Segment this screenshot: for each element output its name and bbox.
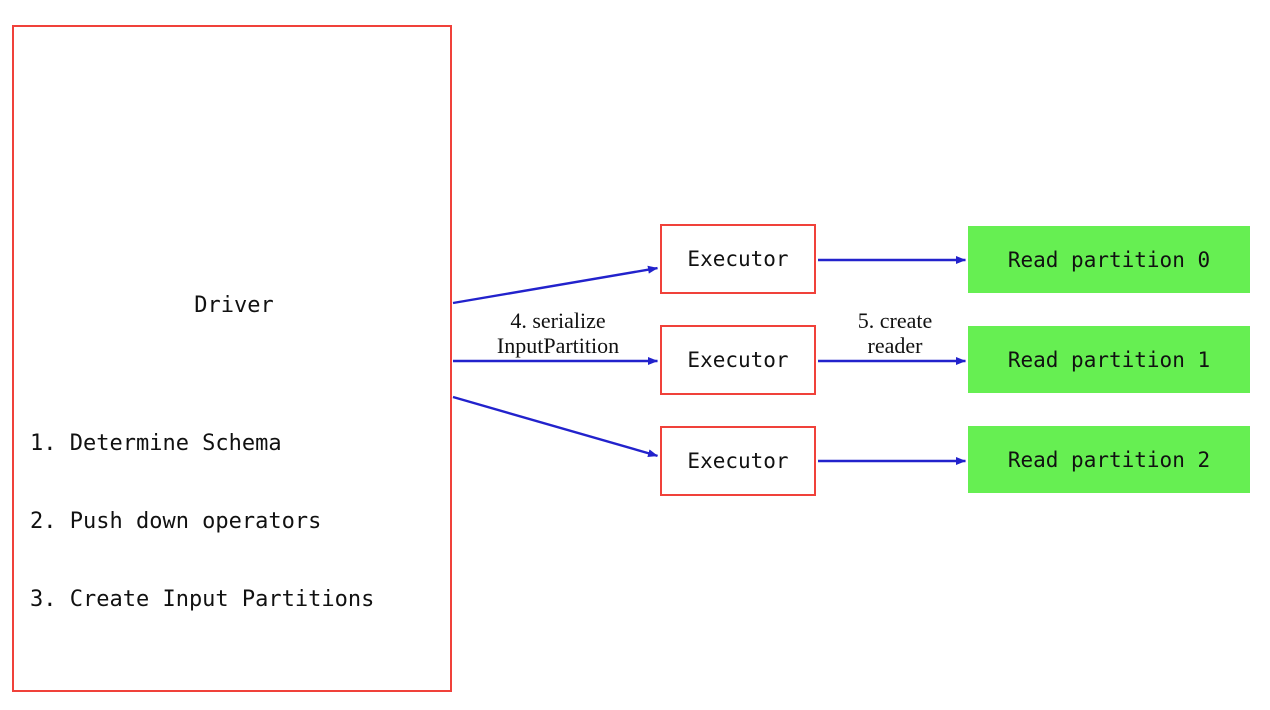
edge-label-create-reader: 5. create reader bbox=[830, 308, 960, 358]
edge-label-create-reader-line2: reader bbox=[867, 333, 923, 358]
edge-label-create-reader-line1: 5. create bbox=[857, 308, 933, 333]
driver-box: Driver 1. Determine Schema 2. Push down … bbox=[12, 25, 452, 692]
driver-steps-list: 1. Determine Schema 2. Push down operato… bbox=[30, 379, 374, 665]
partition-label-2: Read partition 2 bbox=[1007, 447, 1211, 472]
partition-box-2: Read partition 2 bbox=[968, 426, 1250, 493]
driver-to-executor-0 bbox=[452, 265, 659, 305]
partition-label-0: Read partition 0 bbox=[1007, 247, 1211, 272]
partition-box-1: Read partition 1 bbox=[968, 326, 1250, 393]
executor-box-1: Executor bbox=[660, 325, 816, 395]
driver-step-3: 3. Create Input Partitions bbox=[30, 587, 375, 612]
executor-box-2: Executor bbox=[660, 426, 816, 496]
partition-label-1: Read partition 1 bbox=[1007, 347, 1211, 372]
edge-label-serialize: 4. serialize InputPartition bbox=[458, 308, 658, 358]
edge-label-serialize-line1: 4. serialize bbox=[510, 308, 606, 333]
driver-title: Driver bbox=[194, 293, 274, 318]
partition-box-0: Read partition 0 bbox=[968, 226, 1250, 293]
executor-label-1: Executor bbox=[687, 348, 789, 372]
driver-step-1: 1. Determine Schema bbox=[30, 431, 282, 456]
executor-label-0: Executor bbox=[687, 247, 789, 271]
executor-box-0: Executor bbox=[660, 224, 816, 294]
edge-label-serialize-line2: InputPartition bbox=[496, 333, 620, 358]
executor-label-2: Executor bbox=[687, 449, 789, 473]
driver-step-2: 2. Push down operators bbox=[30, 509, 322, 534]
driver-to-executor-2 bbox=[452, 395, 659, 458]
